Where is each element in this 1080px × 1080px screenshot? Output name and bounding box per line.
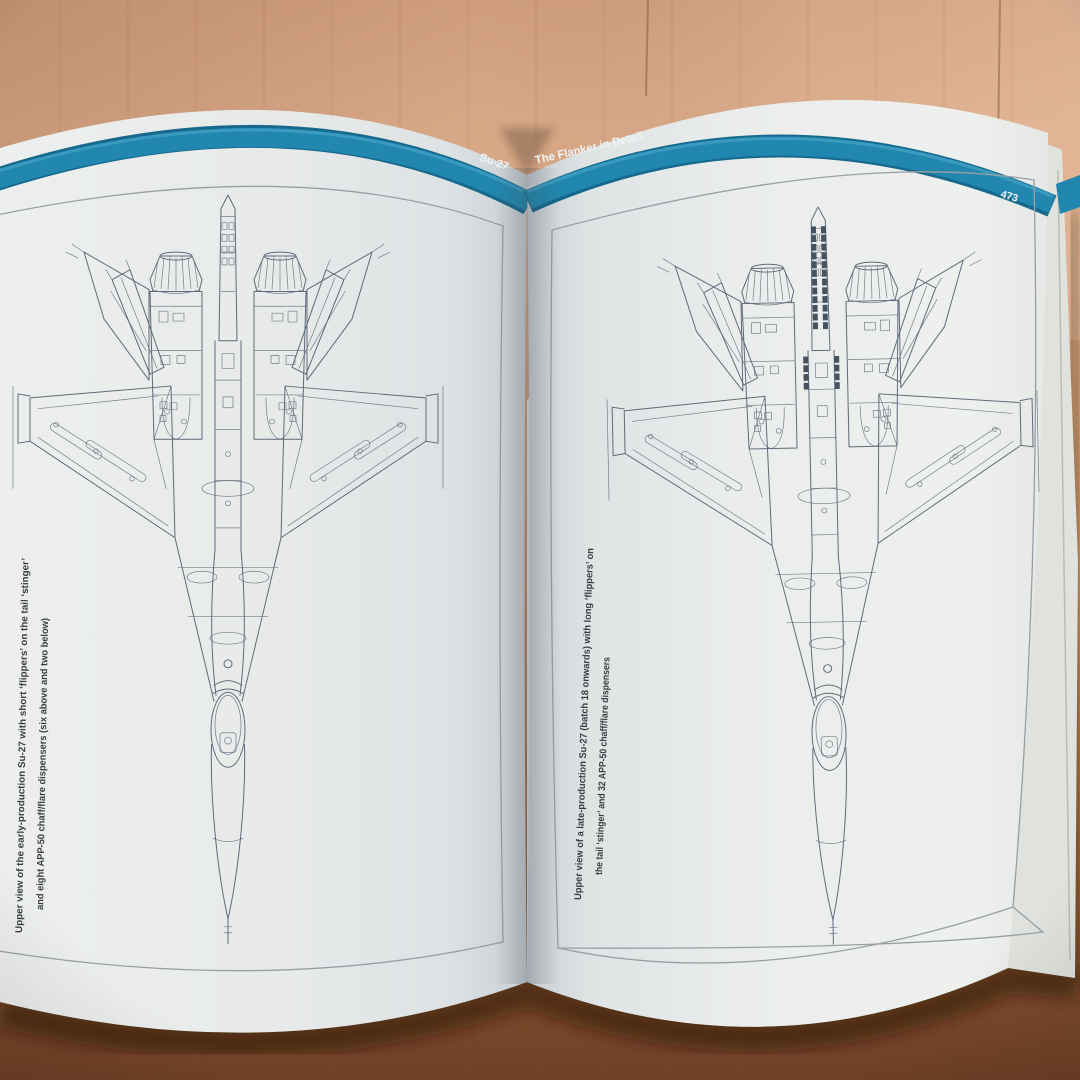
scene: Su-27 Upper view of the early-production…: [0, 0, 1080, 1080]
photo-vignette: [0, 0, 1080, 1080]
book-photo: Su-27 Upper view of the early-production…: [0, 0, 1080, 1080]
